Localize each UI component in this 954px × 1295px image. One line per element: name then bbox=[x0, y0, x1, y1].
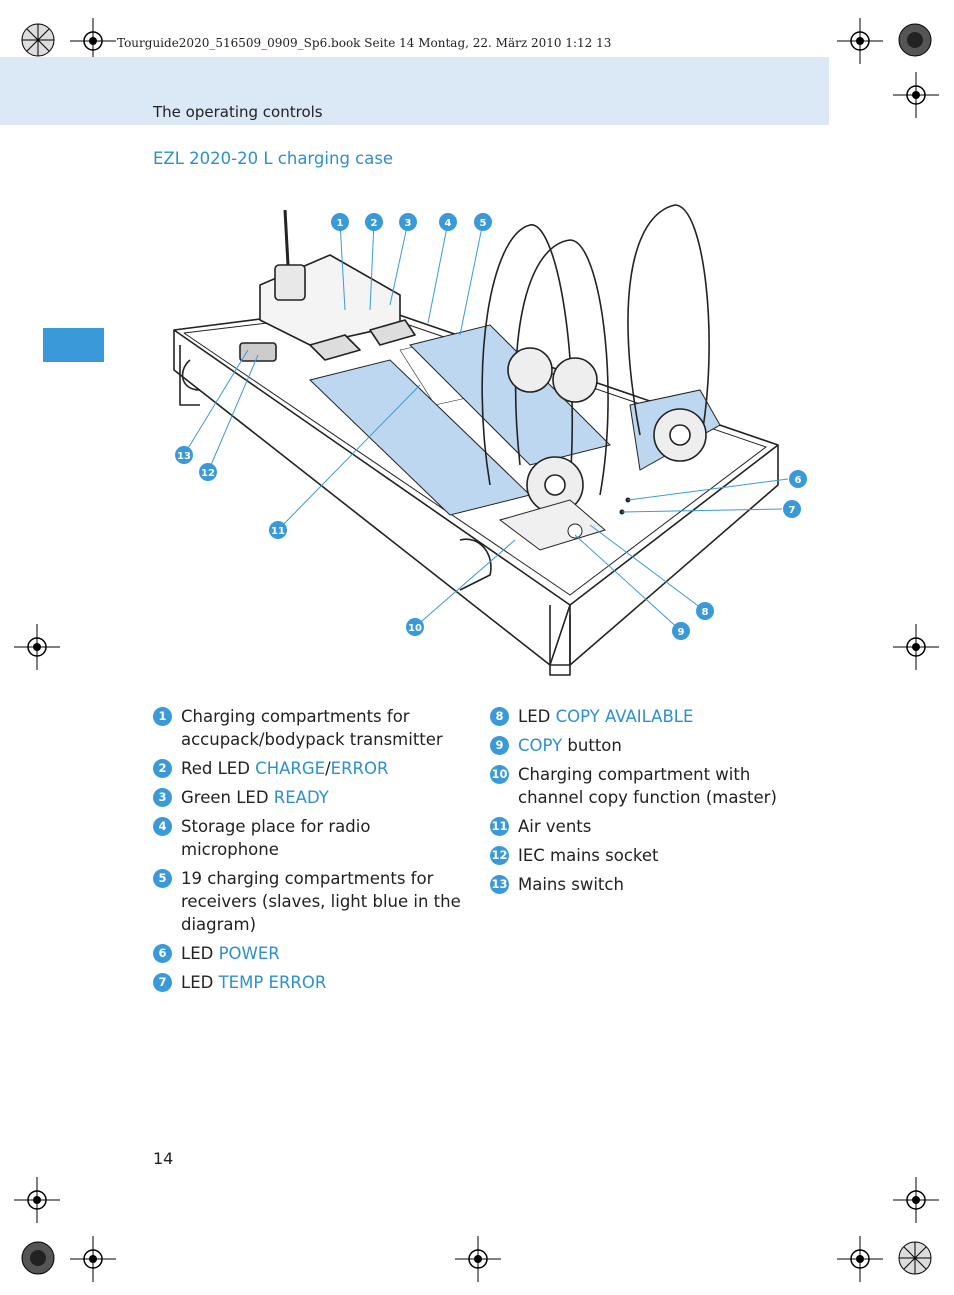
legend-number-badge: 8 bbox=[490, 707, 509, 726]
section-title: The operating controls bbox=[153, 103, 323, 121]
legend-label: Green LED bbox=[181, 788, 274, 807]
legend-label-highlight: TEMP ERROR bbox=[218, 973, 327, 992]
registration-mark-icon bbox=[837, 18, 883, 64]
callout-2: 2 bbox=[365, 213, 383, 231]
legend-number-badge: 2 bbox=[153, 759, 172, 778]
registration-mark-icon bbox=[893, 624, 939, 670]
callout-4: 4 bbox=[439, 213, 457, 231]
legend-item: 6 LED POWER bbox=[153, 942, 473, 965]
legend-number-badge: 7 bbox=[153, 973, 172, 992]
legend-label: LED bbox=[181, 944, 219, 963]
svg-text:8: 8 bbox=[702, 607, 709, 618]
legend-number-badge: 5 bbox=[153, 869, 172, 888]
legend-number-badge: 10 bbox=[490, 765, 509, 784]
chapter-tab bbox=[43, 328, 104, 362]
svg-text:9: 9 bbox=[678, 627, 685, 638]
legend-label-highlight: COPY bbox=[518, 736, 563, 755]
callout-11: 11 bbox=[269, 521, 287, 539]
legend-item: 5 19 charging compartments for receivers … bbox=[153, 867, 473, 936]
legend-label: 19 charging compartments for receivers (… bbox=[181, 869, 461, 934]
legend-number-badge: 9 bbox=[490, 736, 509, 755]
svg-text:6: 6 bbox=[795, 475, 802, 486]
legend-label: Air vents bbox=[518, 817, 592, 836]
legend-label: / bbox=[325, 759, 331, 778]
charging-case-illustration: 1 2 3 4 5 6 7 8 9 10 11 12 13 bbox=[173, 204, 807, 676]
legend-item: 13 Mains switch bbox=[490, 873, 810, 896]
page-number: 14 bbox=[153, 1149, 174, 1168]
legend-label: button bbox=[562, 736, 622, 755]
callout-12: 12 bbox=[199, 463, 217, 481]
registration-mark-icon bbox=[70, 18, 116, 64]
legend-number-badge: 4 bbox=[153, 817, 172, 836]
legend-label: LED bbox=[181, 973, 219, 992]
legend-right: 8 LED COPY AVAILABLE 9 COPY button 10 Chargin… bbox=[490, 705, 810, 902]
legend-item: 2 Red LED CHARGE/ERROR bbox=[153, 757, 473, 780]
callout-10: 10 bbox=[406, 618, 424, 636]
callout-7: 7 bbox=[783, 500, 801, 518]
print-header: Tourguide2020_516509_0909_Sp6.book Seite… bbox=[117, 36, 612, 50]
color-wheel-icon bbox=[21, 23, 55, 57]
callout-8: 8 bbox=[696, 602, 714, 620]
svg-text:10: 10 bbox=[408, 623, 422, 634]
registration-mark-icon bbox=[14, 624, 60, 670]
svg-text:4: 4 bbox=[445, 218, 452, 229]
callout-3: 3 bbox=[399, 213, 417, 231]
legend-number-badge: 11 bbox=[490, 817, 509, 836]
figure-callouts: 1 2 3 4 5 6 7 8 9 10 11 12 13 bbox=[175, 213, 807, 640]
legend-label-highlight: CHARGE bbox=[255, 759, 326, 778]
legend-item: 1 Charging compartments for accupack/body… bbox=[153, 705, 473, 751]
legend-label: LED bbox=[518, 707, 556, 726]
legend-number-badge: 3 bbox=[153, 788, 172, 807]
legend-number-badge: 13 bbox=[490, 875, 509, 894]
svg-text:5: 5 bbox=[480, 218, 487, 229]
legend-item: 4 Storage place for radio microphone bbox=[153, 815, 473, 861]
legend-number-badge: 6 bbox=[153, 944, 172, 963]
registration-mark-icon bbox=[893, 1177, 939, 1223]
svg-text:13: 13 bbox=[177, 451, 191, 462]
registration-mark-icon bbox=[455, 1236, 501, 1282]
svg-text:1: 1 bbox=[337, 218, 344, 229]
legend-label: IEC mains socket bbox=[518, 846, 659, 865]
color-wheel-icon bbox=[898, 1241, 932, 1275]
svg-text:11: 11 bbox=[271, 526, 285, 537]
registration-mark-icon bbox=[70, 1236, 116, 1282]
callout-9: 9 bbox=[672, 622, 690, 640]
callout-5: 5 bbox=[474, 213, 492, 231]
legend-label: Red LED bbox=[181, 759, 256, 778]
legend-number-badge: 1 bbox=[153, 707, 172, 726]
legend-number-badge: 12 bbox=[490, 846, 509, 865]
legend-item: 8 LED COPY AVAILABLE bbox=[490, 705, 810, 728]
header-band bbox=[0, 57, 829, 125]
legend-label-highlight: ERROR bbox=[330, 759, 389, 778]
legend-label-highlight: POWER bbox=[218, 944, 280, 963]
callout-1: 1 bbox=[331, 213, 349, 231]
registration-mark-icon bbox=[14, 1177, 60, 1223]
svg-text:7: 7 bbox=[789, 505, 796, 516]
legend-item: 9 COPY button bbox=[490, 734, 810, 757]
legend-label: Storage place for radio microphone bbox=[181, 817, 371, 859]
legend-label-highlight: READY bbox=[273, 788, 329, 807]
svg-text:3: 3 bbox=[405, 218, 412, 229]
legend-left: 1 Charging compartments for accupack/body… bbox=[153, 705, 473, 1000]
registration-mark-icon bbox=[893, 72, 939, 118]
svg-text:2: 2 bbox=[371, 218, 378, 229]
color-wheel-icon bbox=[898, 23, 932, 57]
legend-item: 7 LED TEMP ERROR bbox=[153, 971, 473, 994]
registration-mark-icon bbox=[837, 1236, 883, 1282]
page-heading: EZL 2020-20 L charging case bbox=[153, 149, 394, 168]
legend-label: Charging compartment with channel copy f… bbox=[518, 765, 777, 807]
legend-item: 10 Charging compartment with channel copy… bbox=[490, 763, 810, 809]
legend-label: Mains switch bbox=[518, 875, 624, 894]
legend-label-highlight: COPY AVAILABLE bbox=[555, 707, 694, 726]
legend-item: 12 IEC mains socket bbox=[490, 844, 810, 867]
callout-13: 13 bbox=[175, 446, 193, 464]
legend-item: 11 Air vents bbox=[490, 815, 810, 838]
legend-item: 3 Green LED READY bbox=[153, 786, 473, 809]
legend-label: Charging compartments for accupack/bodyp… bbox=[181, 707, 443, 749]
callout-6: 6 bbox=[789, 470, 807, 488]
svg-text:12: 12 bbox=[201, 468, 215, 479]
color-wheel-icon bbox=[21, 1241, 55, 1275]
